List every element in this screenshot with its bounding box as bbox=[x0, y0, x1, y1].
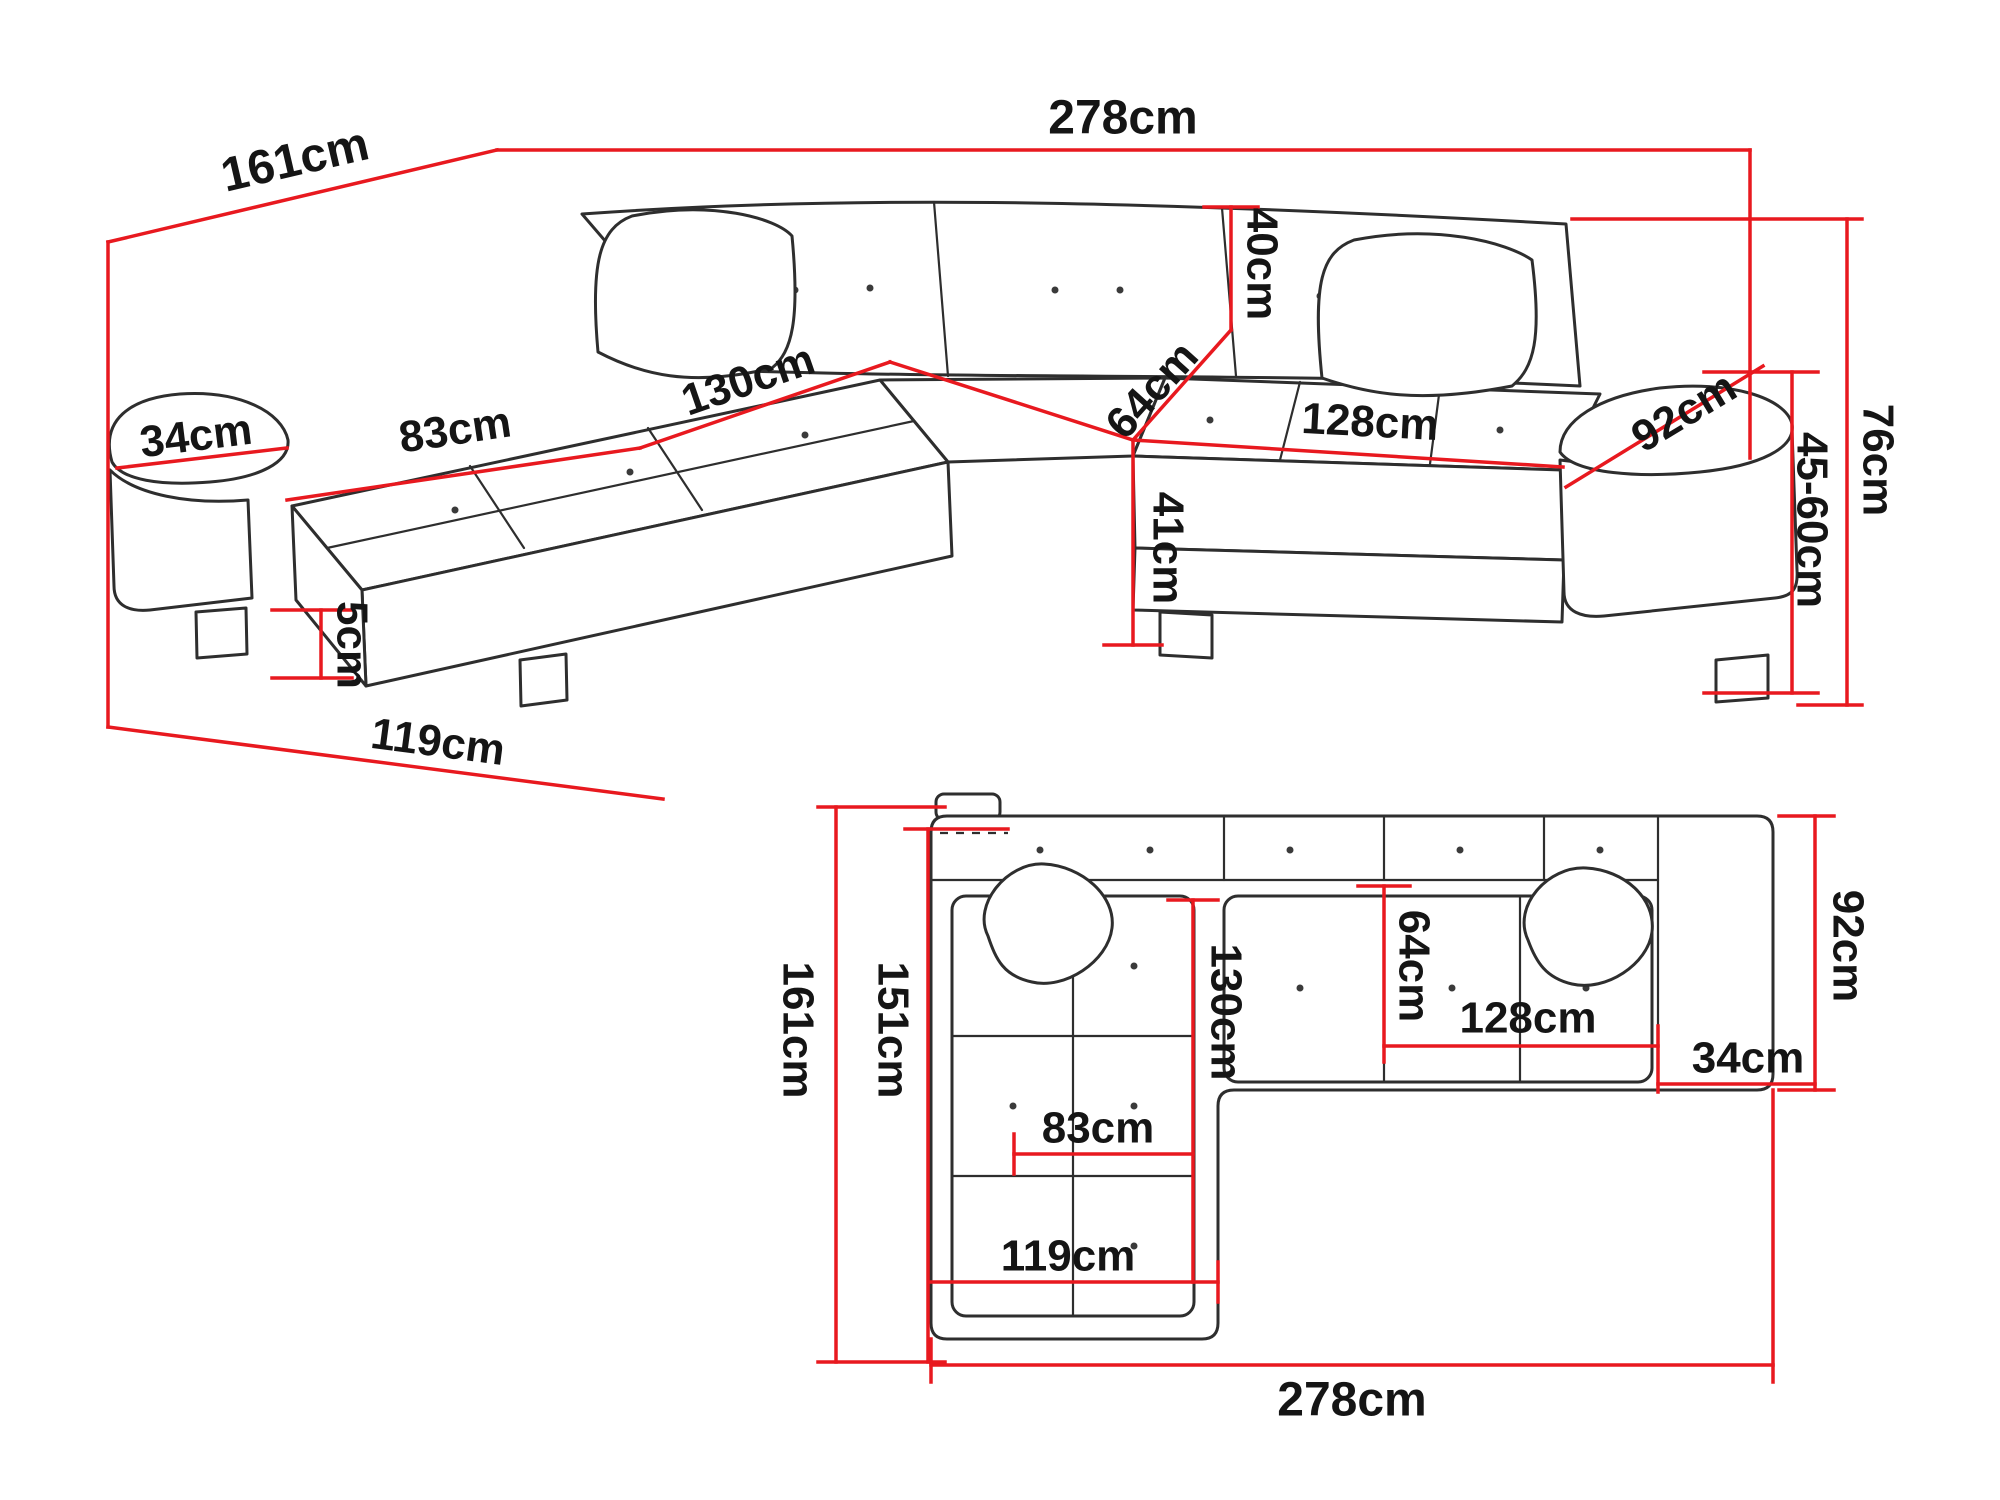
dimension-lines-plan bbox=[816, 805, 1836, 1384]
dim-label-seat-height: 41cm bbox=[1144, 492, 1193, 605]
dim-label-backrest-height: 40cm bbox=[1238, 208, 1287, 321]
dim-label-plan-armrest-depth: 92cm bbox=[1824, 890, 1873, 1003]
sofa-perspective-sketch bbox=[107, 200, 1799, 708]
chaise-end-face bbox=[290, 504, 368, 688]
dim-label-plan-chaise-length: 130cm bbox=[1202, 943, 1251, 1080]
dim-label-plan-total-width: 278cm bbox=[1277, 1374, 1426, 1427]
dim-label-seat-width: 128cm bbox=[1300, 394, 1439, 450]
left-armrest-body bbox=[108, 468, 254, 612]
dim-label-chaise-seat-width: 83cm bbox=[396, 397, 515, 462]
main-seat-base bbox=[1131, 546, 1566, 624]
dim-label-total-height: 76cm bbox=[1854, 404, 1903, 517]
dim-line-chaise-front bbox=[106, 725, 665, 801]
plan-left-pillow bbox=[982, 862, 1114, 985]
foot bbox=[518, 652, 569, 708]
dim-line-seat-depth bbox=[1130, 327, 1234, 443]
dim-line-armrest-length bbox=[1563, 363, 1766, 490]
dim-label-plan-chaise-width: 119cm bbox=[1001, 1232, 1136, 1281]
dim-label-plan-inner-depth: 151cm bbox=[869, 961, 918, 1098]
dim-extension bbox=[887, 359, 1136, 443]
dim-label-plan-total-depth: 161cm bbox=[774, 961, 823, 1098]
main-seat-front bbox=[1131, 454, 1566, 562]
dim-line-total-depth bbox=[105, 147, 500, 245]
dim-line-armrest-top bbox=[115, 446, 289, 470]
dim-label-total-width: 278cm bbox=[1048, 92, 1197, 145]
plan-right-pillow bbox=[1522, 866, 1654, 987]
dim-label-armrest-height: 45-60cm bbox=[1788, 432, 1837, 608]
dim-label-plan-armrest-width: 34cm bbox=[1692, 1034, 1805, 1083]
foot bbox=[1714, 653, 1770, 704]
dim-label-plan-seat-depth: 64cm bbox=[1390, 910, 1439, 1023]
dim-label-plan-seat-width: 128cm bbox=[1459, 994, 1596, 1043]
dim-line-chaise-seat-length bbox=[637, 359, 893, 451]
dim-label-total-depth: 161cm bbox=[216, 117, 374, 202]
dimension-labels-plan: 161cm 151cm 92cm 64cm 130cm 128cm 34cm 8… bbox=[774, 890, 1873, 1427]
left-pillow bbox=[593, 208, 797, 380]
sofa-plan-sketch bbox=[929, 792, 1775, 1341]
dim-label-plan-chaise-seat-width: 83cm bbox=[1042, 1104, 1155, 1153]
dimension-lines-perspective bbox=[105, 147, 1864, 801]
foot bbox=[1158, 610, 1214, 660]
backrest-seam bbox=[932, 200, 950, 378]
dim-line-chaise-seat-width bbox=[285, 446, 642, 502]
foot bbox=[194, 606, 249, 660]
backrest-seam bbox=[1220, 206, 1238, 378]
left-armrest-top bbox=[107, 392, 290, 485]
dimension-labels-perspective: 278cm 161cm 119cm 34cm 83cm 130cm 64cm 4… bbox=[137, 92, 1902, 776]
dim-line-seat-width bbox=[1131, 438, 1565, 469]
dim-label-foot-height: 5cm bbox=[328, 601, 377, 689]
right-pillow bbox=[1316, 232, 1538, 398]
